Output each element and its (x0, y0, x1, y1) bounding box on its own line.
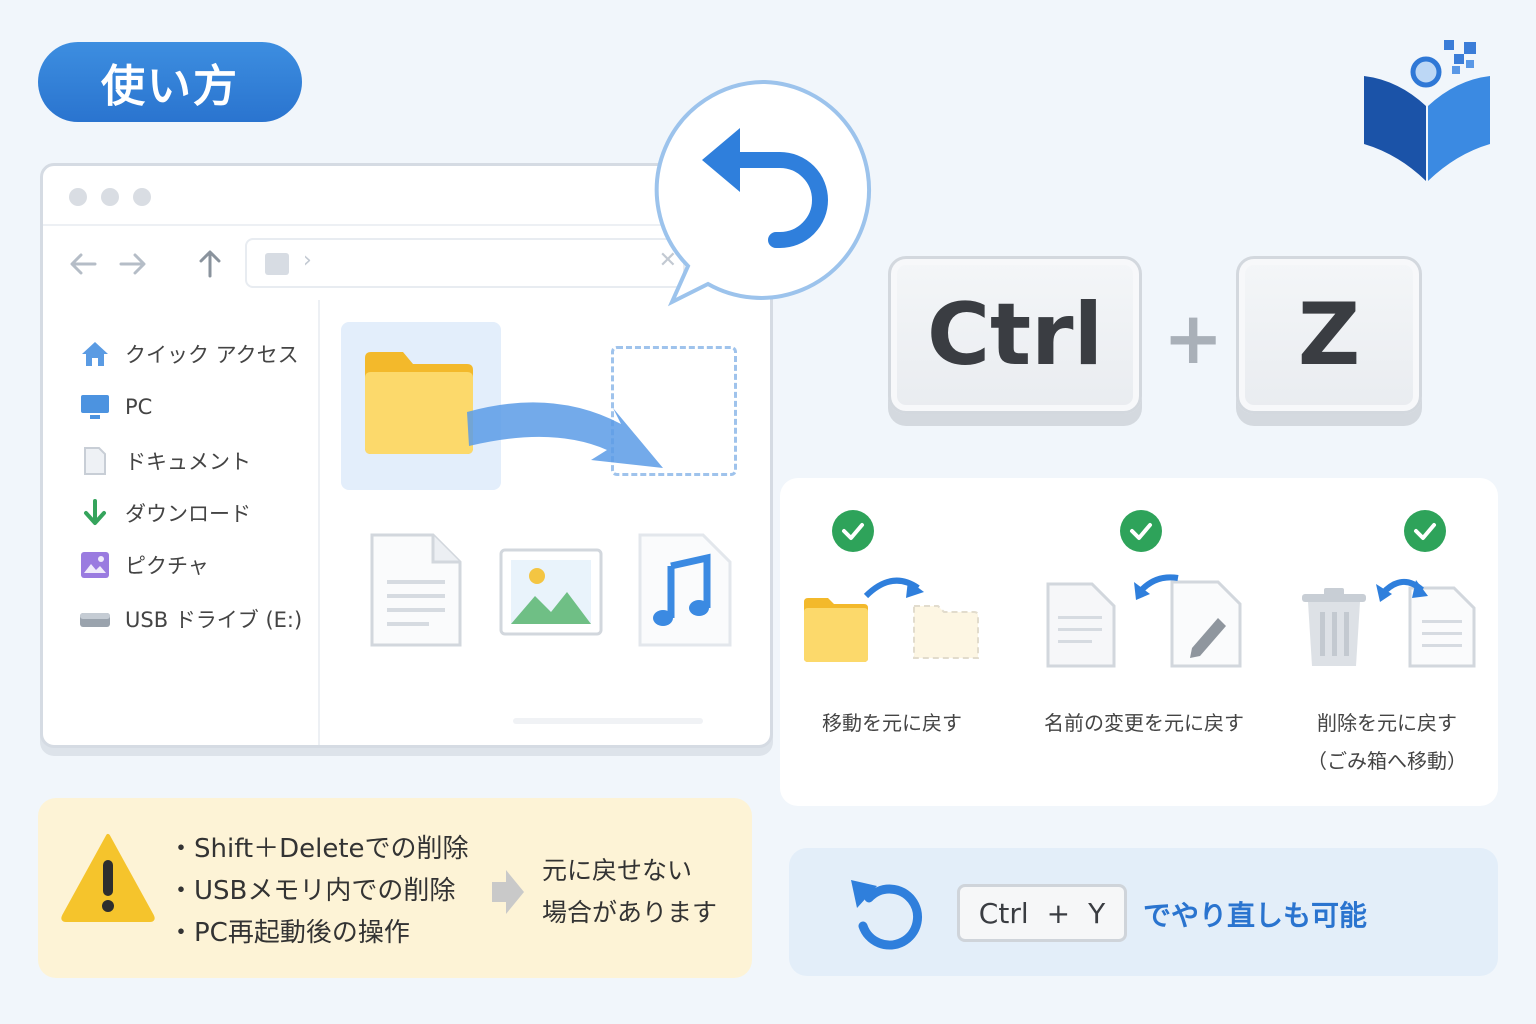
text-file-icon[interactable] (369, 532, 463, 648)
check-icon (832, 510, 874, 552)
file-explorer-window: › ✕ クイック アクセス PC ドキュメント ダウンロード ピクチャ (40, 163, 773, 748)
selected-folder-tile[interactable] (341, 322, 501, 490)
sidebar-item-downloads[interactable]: ダウンロード (79, 497, 251, 529)
ctrl-y-key: Ctrl + Y (957, 884, 1127, 942)
warning-list: ・Shift＋Deleteでの削除 ・USBメモリ内での削除 ・PC再起動後の操… (168, 828, 469, 954)
check-icon (1404, 510, 1446, 552)
redo-text: でやり直しも可能 (1143, 899, 1368, 932)
plus-sign: + (1046, 896, 1071, 930)
home-icon (79, 338, 111, 370)
plus-sign: + (1163, 296, 1224, 380)
arrow-right-icon[interactable] (117, 250, 149, 278)
undo-cases-panel: 移動を元に戻す 名前の変更を元に戻す 削除を元に戻す （ごみ箱へ移動） (780, 478, 1498, 806)
sidebar-item-quick-access[interactable]: クイック アクセス (79, 338, 299, 370)
sidebar-divider (318, 300, 320, 745)
page-title: 使い方 (38, 42, 302, 122)
sidebar-item-documents[interactable]: ドキュメント (79, 445, 251, 477)
music-file-icon[interactable] (637, 532, 733, 648)
address-bar[interactable]: › ✕ (245, 238, 685, 288)
sidebar-item-label: ピクチャ (125, 554, 209, 578)
monitor-icon (79, 391, 111, 423)
redo-icon (851, 880, 922, 950)
redo-panel: Ctrl + Y でやり直しも可能 (789, 848, 1498, 976)
book-logo-icon (1364, 40, 1490, 181)
picture-icon (79, 549, 111, 581)
download-icon (79, 497, 111, 529)
case-label: 削除を元に戻す (1317, 711, 1457, 735)
warning-item: ・PC再起動後の操作 (168, 918, 410, 948)
warning-note-line: 場合があります (542, 898, 718, 927)
y-key-label: Y (1088, 896, 1106, 930)
warning-icon (61, 834, 155, 922)
window-dot[interactable] (101, 188, 119, 206)
check-icon (1120, 510, 1162, 552)
case-sublabel: （ごみ箱へ移動） (1307, 749, 1467, 773)
title-bar-divider (43, 224, 770, 226)
folder-icon (365, 352, 473, 454)
usb-drive-icon (79, 603, 111, 635)
close-icon[interactable]: ✕ (658, 248, 677, 273)
window-dot[interactable] (133, 188, 151, 206)
delete-undo-illustration (1302, 579, 1476, 668)
status-bar (513, 718, 703, 724)
warning-item: ・Shift＋Deleteでの削除 (168, 834, 469, 864)
drop-target-placeholder (611, 346, 737, 476)
sidebar-item-pictures[interactable]: ピクチャ (79, 549, 209, 581)
arrow-right-icon (492, 870, 524, 914)
chevron-right-icon: › (303, 248, 312, 273)
warning-panel: ・Shift＋Deleteでの削除 ・USBメモリ内での削除 ・PC再起動後の操… (38, 798, 752, 978)
arrow-up-icon[interactable] (195, 248, 225, 280)
window-dot[interactable] (69, 188, 87, 206)
sidebar-item-pc[interactable]: PC (79, 391, 152, 423)
sidebar-item-label: ドキュメント (125, 450, 251, 474)
warning-note-line: 元に戻せない (542, 856, 693, 885)
warning-item: ・USBメモリ内での削除 (168, 876, 456, 906)
warning-note: 元に戻せない 場合があります (542, 850, 717, 934)
sidebar-item-label: ダウンロード (125, 502, 251, 526)
sidebar-item-label: USB ドライブ (E:) (125, 608, 303, 632)
location-icon (265, 253, 289, 275)
ctrl-key: Ctrl (888, 256, 1142, 414)
sidebar-item-label: PC (125, 395, 153, 419)
rename-undo-illustration (1046, 574, 1242, 668)
arrow-left-icon[interactable] (67, 250, 99, 278)
sidebar-item-label: クイック アクセス (125, 343, 299, 367)
document-icon (79, 445, 111, 477)
z-key: Z (1236, 256, 1422, 414)
sidebar-item-usb-drive[interactable]: USB ドライブ (E:) (79, 603, 302, 635)
image-file-icon[interactable] (499, 548, 603, 636)
ctrl-key-label: Ctrl (978, 896, 1029, 930)
window-controls (69, 188, 151, 206)
undo-speech-bubble (654, 79, 871, 307)
move-arrow-icon (467, 402, 663, 468)
move-undo-illustration (804, 577, 979, 662)
undo-icon (702, 128, 828, 248)
case-label: 名前の変更を元に戻す (1044, 711, 1244, 735)
case-label: 移動を元に戻す (822, 711, 962, 735)
